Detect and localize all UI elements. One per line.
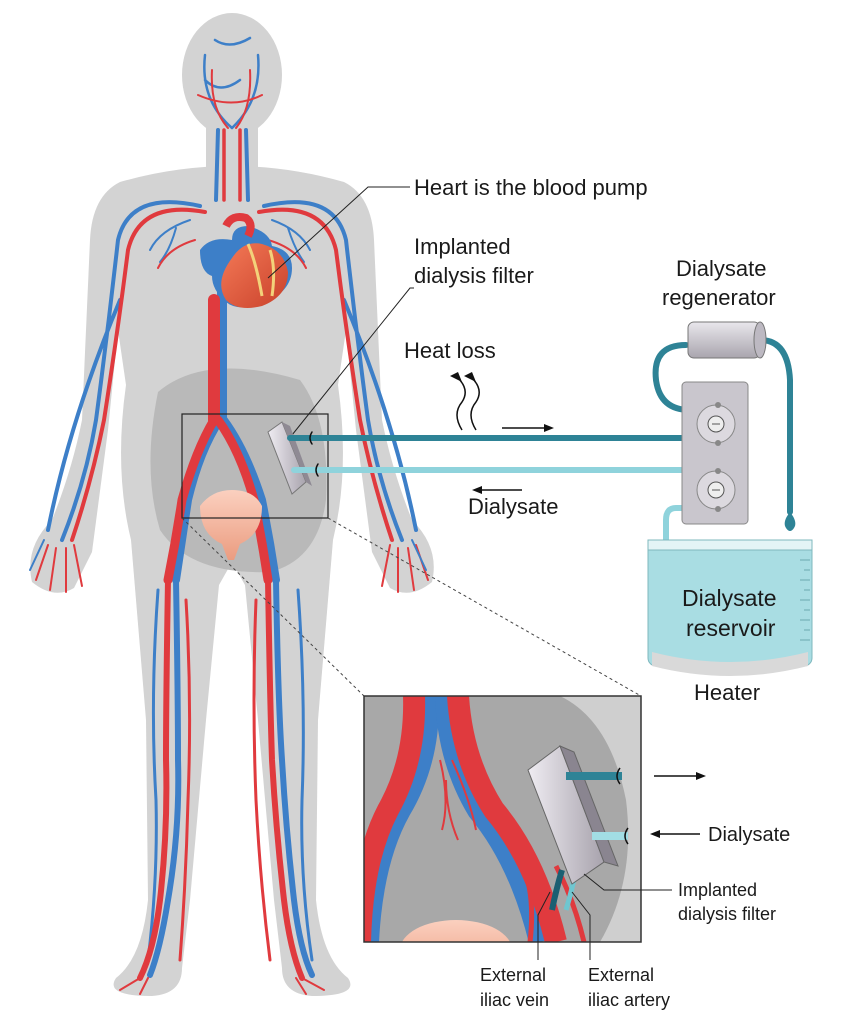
drip-icon bbox=[784, 512, 796, 531]
reservoir-label-2: reservoir bbox=[686, 615, 776, 641]
filter-leader-line bbox=[287, 287, 414, 441]
dialysate-reservoir bbox=[647, 539, 813, 676]
inset-artery-leader bbox=[571, 891, 591, 960]
heart-pump-label: Heart is the blood pump bbox=[414, 175, 648, 200]
heart bbox=[200, 213, 292, 308]
dialysate-label: Dialysate bbox=[468, 494, 558, 519]
pump-housing bbox=[681, 381, 749, 525]
bladder bbox=[200, 490, 262, 560]
heat-arrow-head-2 bbox=[464, 372, 476, 382]
inset-connector-left bbox=[181, 517, 365, 697]
inset-vein-label-2: iliac vein bbox=[480, 990, 549, 1010]
inset-vein-label-1: External bbox=[480, 965, 546, 985]
inset-flow-arrows bbox=[650, 772, 706, 838]
inset-connector-right bbox=[327, 517, 642, 697]
inset-dialysate-label: Dialysate bbox=[708, 824, 790, 846]
inset-filter-leader bbox=[583, 873, 672, 891]
heater-label: Heater bbox=[694, 680, 760, 705]
regenerator-label-2: regenerator bbox=[662, 285, 776, 310]
reservoir-label-1: Dialysate bbox=[682, 585, 777, 611]
inset-source-box bbox=[181, 413, 329, 519]
implanted-filter-label-2: dialysis filter bbox=[414, 263, 534, 288]
inset-filter-label-2: dialysis filter bbox=[678, 904, 776, 924]
inset-artery-label-2: iliac artery bbox=[588, 990, 670, 1010]
heat-loss-icon bbox=[456, 377, 480, 431]
body-silhouette bbox=[30, 13, 434, 996]
inset-vein-leader bbox=[537, 891, 551, 960]
heart-leader-line bbox=[267, 186, 410, 279]
heat-arrow-head-1 bbox=[450, 372, 462, 382]
flow-arrows bbox=[472, 424, 554, 494]
inset-filter-label-1: Implanted bbox=[678, 880, 757, 900]
inset-artery-label-1: External bbox=[588, 965, 654, 985]
dialysate-regenerator bbox=[687, 321, 767, 359]
blood-vessels bbox=[29, 36, 429, 995]
inset-panel bbox=[363, 695, 642, 943]
implanted-filter-label-1: Implanted bbox=[414, 234, 511, 259]
heat-loss-label: Heat loss bbox=[404, 338, 496, 363]
regenerator-label-1: Dialysate bbox=[676, 256, 766, 281]
